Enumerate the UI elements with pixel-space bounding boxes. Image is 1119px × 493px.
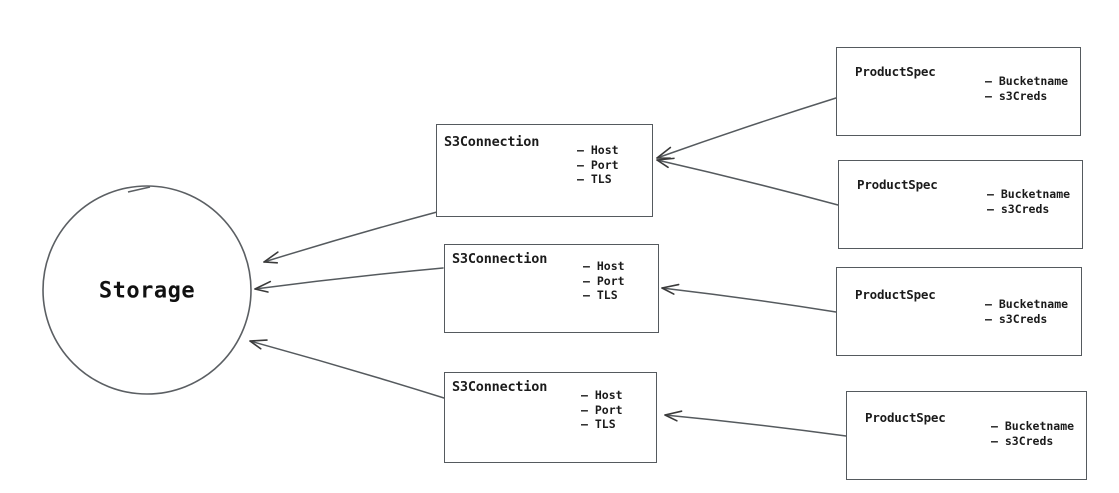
attr-host: – Host	[583, 259, 625, 273]
connection-3-to-storage-head	[249, 339, 268, 350]
s3connection-title-3: S3Connection	[452, 379, 548, 395]
spec-1-to-connection-1	[656, 97, 837, 159]
productspec-attrs-3: – Bucketname – s3Creds	[985, 297, 1068, 326]
attr-s3creds: – s3Creds	[985, 88, 1048, 103]
spec-4-to-connection-3	[664, 414, 847, 437]
attr-tls: – TLS	[577, 172, 612, 186]
attr-host: – Host	[577, 143, 619, 157]
attr-bucketname: – Bucketname	[987, 187, 1071, 201]
storage-circle	[42, 185, 252, 395]
s3connection-attrs-2: – Host – Port – TLS	[583, 259, 625, 303]
attr-tls: – TLS	[583, 288, 618, 302]
productspec-box-3[interactable]	[836, 267, 1082, 356]
productspec-box-2[interactable]	[838, 160, 1083, 249]
productspec-title-2: ProductSpec	[857, 177, 938, 192]
productspec-attrs-4: – Bucketname – s3Creds	[991, 419, 1074, 448]
productspec-title-4: ProductSpec	[865, 410, 946, 425]
spec-1-to-connection-1-head	[656, 146, 672, 160]
spec-4-to-connection-3-head	[664, 410, 683, 422]
s3connection-title-1: S3Connection	[444, 134, 540, 150]
attr-host: – Host	[581, 388, 623, 402]
attr-s3creds: – s3Creds	[991, 433, 1054, 448]
productspec-attrs-2: – Bucketname – s3Creds	[987, 187, 1070, 216]
connection-1-to-storage-head	[263, 251, 279, 264]
attr-tls: – TLS	[581, 417, 616, 431]
s3connection-attrs-3: – Host – Port – TLS	[581, 388, 623, 432]
attr-port: – Port	[581, 402, 623, 417]
productspec-box-4[interactable]	[846, 391, 1087, 480]
attr-s3creds: – s3Creds	[985, 311, 1048, 326]
attr-port: – Port	[583, 273, 625, 288]
connection-1-to-storage	[263, 211, 438, 263]
s3connection-box-2[interactable]	[444, 244, 659, 333]
attr-bucketname: – Bucketname	[985, 74, 1069, 88]
storage-circle-start-tick	[127, 186, 151, 193]
s3connection-attrs-1: – Host – Port – TLS	[577, 143, 619, 187]
s3connection-box-1[interactable]	[436, 124, 653, 217]
spec-3-to-connection-2	[661, 287, 837, 313]
spec-2-to-connection-1-head	[656, 157, 675, 169]
spec-2-to-connection-1	[656, 159, 839, 206]
connection-3-to-storage	[249, 340, 445, 399]
attr-bucketname: – Bucketname	[991, 419, 1075, 433]
storage-label: Storage	[98, 278, 196, 304]
productspec-attrs-1: – Bucketname – s3Creds	[985, 74, 1068, 103]
connection-2-to-storage	[254, 267, 444, 290]
productspec-box-1[interactable]	[836, 47, 1081, 136]
productspec-title-1: ProductSpec	[855, 64, 936, 79]
attr-s3creds: – s3Creds	[987, 201, 1050, 216]
connection-2-to-storage-head	[254, 280, 272, 293]
attr-bucketname: – Bucketname	[985, 297, 1069, 311]
s3connection-title-2: S3Connection	[452, 251, 548, 267]
attr-port: – Port	[577, 157, 619, 172]
productspec-title-3: ProductSpec	[855, 287, 936, 302]
s3connection-box-3[interactable]	[444, 372, 657, 463]
spec-3-to-connection-2-head	[661, 283, 680, 295]
